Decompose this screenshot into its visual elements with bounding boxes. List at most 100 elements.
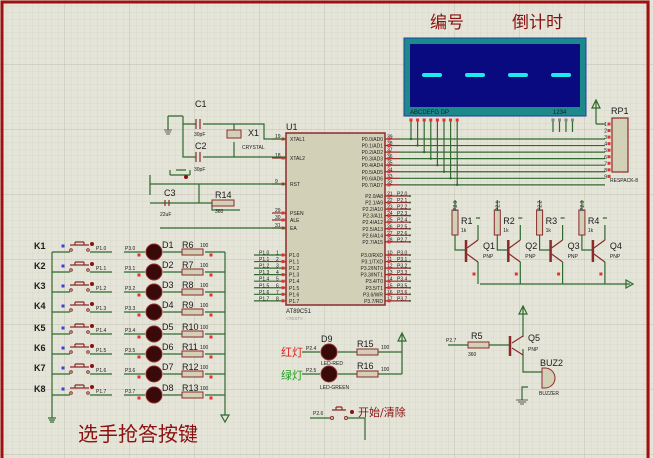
- c3-ref: C3: [164, 188, 176, 198]
- pin-marker: [61, 366, 65, 370]
- pin-marker: [137, 355, 141, 359]
- start-clear-button[interactable]: P2.6 开始/清除: [310, 405, 406, 440]
- rp1-pin-number: 9: [604, 174, 607, 180]
- resistor-value: 100: [200, 283, 209, 289]
- pin-marker: [387, 279, 391, 283]
- pin-name: P3.5/T1: [365, 286, 383, 292]
- r14-value: 360: [215, 209, 224, 215]
- button-contact: [69, 248, 73, 252]
- pin-marker: [607, 155, 611, 159]
- pin-marker: [387, 201, 391, 205]
- digit-drivers[interactable]: P2.0R11kQ1PNPP2.1R21kQ2PNPP2.2R31kQ3PNPP…: [451, 200, 622, 284]
- seven-segment-display[interactable]: ABCDEFG DP 1234: [403, 37, 587, 117]
- pin-marker: [209, 273, 213, 277]
- pin-marker: [607, 129, 611, 133]
- net-label: P3.4: [397, 277, 408, 283]
- pin-marker: [455, 118, 459, 122]
- pin-marker: [387, 144, 391, 148]
- transistor-leg: [466, 239, 479, 263]
- led-net-label: P3.2: [125, 286, 136, 292]
- buzzer-circuit[interactable]: P2.7 R5 360 Q5 PNP BUZ2 BUZZER: [446, 304, 563, 405]
- resistor-icon: [578, 209, 586, 236]
- pin-marker: [281, 292, 285, 296]
- pin-marker: [422, 118, 426, 122]
- resistor-value: 1k: [588, 228, 594, 234]
- led-icon: [145, 325, 163, 343]
- button-indicator: [90, 344, 94, 348]
- net-label: P1.1: [259, 257, 270, 263]
- pin-name: P2.0/A8: [365, 194, 383, 200]
- pin-marker: [564, 118, 568, 122]
- pin-marker: [387, 150, 391, 154]
- pin-marker: [387, 157, 391, 161]
- key-label: K5: [34, 323, 46, 333]
- pin-name: P0.6/AD6: [362, 176, 384, 182]
- pin-name: P2.6/A14: [362, 233, 383, 239]
- net-label: P2.7: [397, 237, 408, 243]
- junction: [416, 144, 419, 147]
- pin-name: P3.0/RXD: [361, 253, 384, 259]
- pin-marker: [551, 118, 555, 122]
- net-end: [409, 240, 411, 243]
- junction: [429, 157, 432, 160]
- pin-marker: [281, 266, 285, 270]
- resistor-value: 1k: [546, 228, 552, 234]
- status-leds[interactable]: 红灯 绿灯 P2.4 P2.5 D9 LED-RED LED-GREEN R15…: [281, 331, 407, 391]
- button-contact: [69, 330, 73, 334]
- resistor-value: 100: [200, 263, 209, 269]
- transistor-leg: [508, 239, 521, 263]
- title-countdown: 倒计时: [512, 13, 563, 33]
- net-label: P3.6: [397, 290, 408, 296]
- pin-number: 2: [276, 257, 279, 263]
- button-contact: [86, 288, 90, 292]
- bus-wire: [400, 120, 605, 153]
- pin-name: RST: [290, 182, 300, 188]
- pin-marker: [387, 292, 391, 296]
- net-end: [409, 214, 411, 217]
- transistor-value: PNP: [483, 254, 494, 260]
- pin-marker: [387, 214, 391, 218]
- x1-value: CRYSTAL: [242, 145, 265, 151]
- oscillator-circuit[interactable]: C1 30pF C2 30pF X1 CRYSTAL C3 22uF R14 3…: [149, 99, 286, 229]
- led-icon: [145, 303, 163, 321]
- pin-marker: [281, 279, 285, 283]
- pin-number: 19: [275, 134, 281, 140]
- resistor-ref: R7: [182, 260, 194, 270]
- key-rails: [48, 252, 226, 423]
- green-light-label: 绿灯: [281, 368, 303, 382]
- transistor-ref: Q3: [568, 241, 580, 251]
- key-label: K8: [34, 384, 46, 394]
- pin-marker: [607, 142, 611, 146]
- net-label: P3.2: [397, 264, 408, 270]
- net-end: [409, 267, 411, 270]
- pin-marker: [137, 396, 141, 400]
- pin-name: P0.5/AD5: [362, 170, 384, 176]
- pin-number: 9: [275, 179, 278, 185]
- transistor-leg: [551, 239, 563, 263]
- pin-marker: [472, 272, 476, 276]
- title-keys: 选手抢答按键: [78, 422, 198, 446]
- net-end: [409, 195, 411, 197]
- net-label: P1.6: [96, 368, 107, 374]
- ground-arrow: [219, 414, 231, 424]
- driver-wire: [454, 200, 480, 284]
- bus-wire: [400, 120, 605, 140]
- r16-ref: R16: [357, 361, 374, 371]
